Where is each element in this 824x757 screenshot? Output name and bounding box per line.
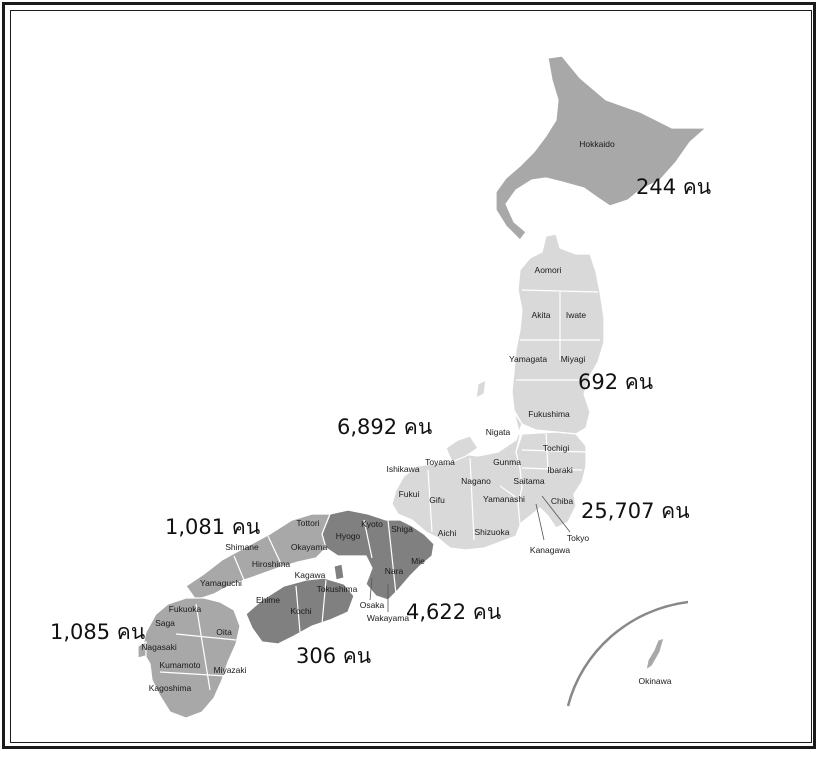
region-tohoku[interactable] [511, 233, 605, 435]
label-fukui: Fukui [399, 489, 420, 499]
label-saga: Saga [155, 618, 175, 628]
label-yamagata: Yamagata [509, 354, 547, 364]
label-kagoshima: Kagoshima [149, 683, 192, 693]
label-hokkaido: Hokkaido [579, 139, 615, 149]
label-fukuoka: Fukuoka [169, 604, 202, 614]
label-mie: Mie [411, 556, 425, 566]
label-aomori: Aomori [535, 265, 562, 275]
label-yamaguchi: Yamaguchi [200, 578, 242, 588]
noto-peninsula [445, 435, 479, 463]
label-hyogo: Hyogo [336, 531, 361, 541]
region-shikoku[interactable] [245, 577, 355, 645]
region-hokkaido[interactable] [495, 55, 708, 241]
region-chugoku[interactable] [185, 513, 331, 601]
label-nagano: Nagano [461, 476, 491, 486]
count-kyushu: 1,085 คน [50, 620, 145, 644]
label-okayama: Okayama [291, 542, 328, 552]
label-hiroshima: Hiroshima [252, 559, 291, 569]
label-nara: Nara [385, 566, 404, 576]
region-kansai[interactable] [321, 509, 435, 601]
label-miyazaki: Miyazaki [213, 665, 246, 675]
label-tokushima: Tokushima [317, 584, 358, 594]
label-miyagi: Miyagi [561, 354, 586, 364]
label-ishikawa: Ishikawa [386, 464, 419, 474]
map-frame-outer [2, 2, 816, 749]
label-chiba: Chiba [551, 496, 573, 506]
region-kanto[interactable] [515, 431, 587, 529]
count-kanto: 25,707 คน [581, 499, 690, 523]
tokyo-leader [541, 495, 571, 533]
label-toyama: Toyama [425, 457, 455, 467]
label-nagasaki: Nagasaki [141, 642, 177, 652]
region-okinawa[interactable] [645, 637, 665, 672]
label-wakayama: Wakayama [367, 613, 409, 623]
region-kyushu[interactable] [141, 597, 241, 719]
prefecture-boundaries [159, 289, 600, 691]
label-kagawa: Kagawa [295, 570, 326, 580]
label-akita: Akita [532, 310, 551, 320]
count-chugoku: 1,081 คน [165, 515, 260, 539]
label-fukushima: Fukushima [528, 409, 570, 419]
map-frame-inner [10, 10, 812, 743]
goto-islands [137, 641, 147, 659]
sado-island [475, 378, 487, 400]
label-shizuoka: Shizuoka [475, 527, 510, 537]
label-gunma: Gunma [493, 457, 521, 467]
label-tottori: Tottori [296, 518, 319, 528]
label-ehime: Ehime [256, 595, 280, 605]
label-iwate: Iwate [566, 310, 587, 320]
label-saitama: Saitama [513, 476, 544, 486]
count-shikoku: 306 คน [296, 644, 371, 668]
label-tokyo: Tokyo [567, 533, 589, 543]
label-kanagawa: Kanagawa [530, 545, 570, 555]
label-aichi: Aichi [438, 528, 457, 538]
label-kumamoto: Kumamoto [159, 660, 200, 670]
label-kyoto: Kyoto [361, 519, 383, 529]
label-shimane: Shimane [225, 542, 259, 552]
count-kansai: 4,622 คน [406, 600, 501, 624]
label-niigata: Nigata [486, 427, 511, 437]
okinawa-inset-arc [566, 600, 689, 707]
label-shiga: Shiga [391, 524, 413, 534]
label-osaka: Osaka [360, 600, 385, 610]
osaka-leader [369, 577, 373, 601]
label-oita: Oita [216, 627, 232, 637]
label-kochi: Kochi [290, 606, 311, 616]
kanagawa-leader [535, 503, 545, 541]
count-tohoku: 692 คน [578, 370, 653, 394]
label-gifu: Gifu [429, 495, 445, 505]
label-okinawa: Okinawa [638, 676, 671, 686]
label-ibaraki: Ibaraki [547, 465, 573, 475]
label-yamanashi: Yamanashi [483, 494, 525, 504]
awaji-island [333, 563, 345, 581]
count-hokkaido: 244 คน [636, 175, 711, 199]
count-chubu: 6,892 คน [337, 415, 432, 439]
label-tochigi: Tochigi [543, 443, 570, 453]
